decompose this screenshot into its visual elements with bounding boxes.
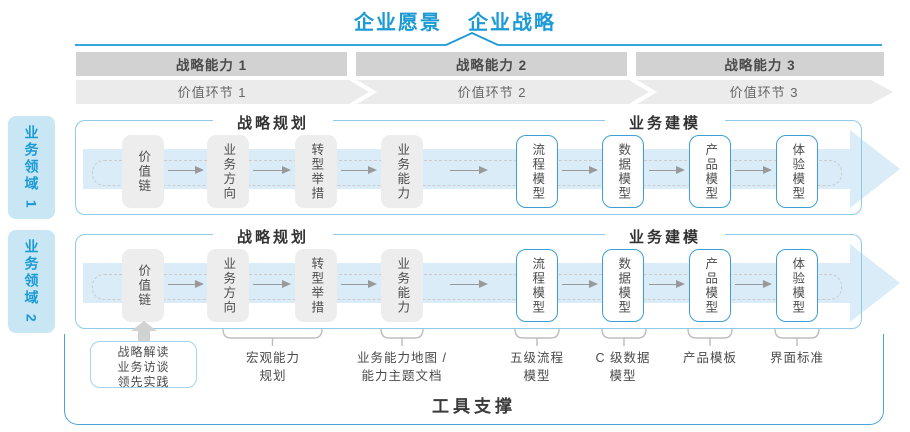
practice-input-box: 战略解读 业务访谈 领先实践 bbox=[90, 341, 197, 389]
annotation-data-model: C 级数据 模型 bbox=[558, 350, 688, 385]
flow-arrow-icon bbox=[168, 166, 204, 174]
value-link-chevrons: 价值环节 1 价值环节 2 价值环节 3 bbox=[76, 80, 893, 104]
capability-bar-3: 战略能力 3 bbox=[636, 52, 884, 76]
data-model-box-2: 数据模型 bbox=[602, 249, 644, 322]
annotation-line: 模型 bbox=[609, 368, 637, 383]
process-model-box-1: 流程模型 bbox=[516, 135, 558, 208]
experience-model-box-1: 体验模型 bbox=[776, 135, 818, 208]
practice-line-2: 业务访谈 bbox=[117, 360, 170, 374]
experience-model-box-2: 体验模型 bbox=[776, 249, 818, 322]
value-chain-box-2: 价值链 bbox=[122, 249, 164, 322]
practice-line-1: 战略解读 bbox=[117, 345, 170, 359]
process-model-box-2: 流程模型 bbox=[516, 249, 558, 322]
product-model-box-1: 产品模型 bbox=[689, 135, 731, 208]
annotation-process-model: 五级流程 模型 bbox=[472, 350, 602, 385]
strategy-title: 企业战略 bbox=[468, 12, 556, 34]
business-direction-box-1: 业务方向 bbox=[207, 135, 249, 208]
modeling-title-2: 业务建模 bbox=[605, 226, 725, 247]
flow-arrow-icon bbox=[562, 280, 598, 288]
domain-label-2: 业务领域 2 bbox=[8, 230, 55, 333]
domain-1-container bbox=[75, 120, 862, 215]
pipeline-track-2 bbox=[92, 274, 842, 300]
brace-icon bbox=[774, 328, 820, 346]
annotation-line: 模型 bbox=[523, 368, 551, 383]
brace-icon bbox=[687, 328, 733, 346]
capability-bar-1-label: 战略能力 1 bbox=[175, 58, 248, 73]
value-link-3-label: 价值环节 3 bbox=[730, 85, 799, 100]
modeling-title-1: 业务建模 bbox=[605, 112, 725, 133]
up-block-arrow-icon bbox=[131, 321, 157, 342]
business-capability-box-2: 业务能力 bbox=[381, 249, 423, 322]
flow-arrow-icon bbox=[649, 280, 685, 288]
brace-icon bbox=[222, 328, 323, 346]
annotation-line: 产品模板 bbox=[682, 351, 737, 365]
annotation-line: 规划 bbox=[259, 368, 287, 383]
capability-bar-3-label: 战略能力 3 bbox=[724, 58, 796, 73]
business-direction-box-2: 业务方向 bbox=[207, 249, 249, 322]
annotation-line: 界面标准 bbox=[769, 351, 824, 365]
annotation-line: 五级流程 bbox=[509, 351, 564, 365]
annotation-macro-capability: 宏观能力 规划 bbox=[208, 350, 338, 385]
capability-bar-1: 战略能力 1 bbox=[76, 52, 347, 76]
flow-arrow-icon bbox=[253, 280, 291, 288]
annotation-ui-standard: 界面标准 bbox=[732, 350, 862, 368]
brace-icon bbox=[514, 328, 560, 346]
flow-arrow-icon bbox=[649, 166, 685, 174]
annotation-line: 能力主题文档 bbox=[361, 368, 443, 383]
annotation-capability-map: 业务能力地图 / 能力主题文档 bbox=[337, 350, 467, 385]
product-model-box-2: 产品模型 bbox=[689, 249, 731, 322]
pipeline-track-1 bbox=[92, 160, 842, 186]
data-model-box-1: 数据模型 bbox=[602, 135, 644, 208]
domain-2-container bbox=[75, 234, 862, 329]
brace-icon bbox=[601, 328, 647, 346]
flow-arrow-icon bbox=[562, 166, 598, 174]
flow-arrow-icon bbox=[450, 166, 488, 174]
transformation-box-1: 转型举措 bbox=[295, 135, 337, 208]
practice-line-3: 领先实践 bbox=[117, 375, 170, 389]
flow-arrow-icon bbox=[450, 280, 488, 288]
header: 企业愿景 企业战略 bbox=[0, 6, 910, 35]
annotation-product-template: 产品模板 bbox=[645, 350, 775, 368]
annotation-line: C 级数据 bbox=[595, 351, 651, 365]
brace-icon bbox=[380, 328, 424, 346]
vision-title: 企业愿景 bbox=[354, 12, 442, 34]
annotation-line: 业务能力地图 / bbox=[357, 351, 447, 365]
flow-arrow-icon bbox=[168, 280, 204, 288]
capability-bar-2-label: 战略能力 2 bbox=[455, 58, 528, 73]
annotation-line: 宏观能力 bbox=[245, 351, 300, 365]
planning-title-1: 战略规划 bbox=[213, 112, 333, 133]
flow-arrow-icon bbox=[253, 166, 291, 174]
planning-title-2: 战略规划 bbox=[213, 226, 333, 247]
domain-1-text: 业务领域 1 bbox=[23, 124, 40, 211]
value-chain-box-1: 价值链 bbox=[122, 135, 164, 208]
header-divider-line bbox=[75, 32, 882, 46]
domain-label-1: 业务领域 1 bbox=[8, 116, 55, 219]
business-capability-box-1: 业务能力 bbox=[381, 135, 423, 208]
flow-arrow-icon bbox=[341, 280, 377, 288]
value-link-2-label: 价值环节 2 bbox=[458, 85, 527, 100]
flow-arrow-icon bbox=[735, 166, 772, 174]
flow-arrow-icon bbox=[735, 280, 772, 288]
domain-2-text: 业务领域 2 bbox=[23, 238, 40, 325]
tool-support-title: 工具支撑 bbox=[432, 397, 516, 416]
flow-arrow-icon bbox=[341, 166, 377, 174]
tool-support-container: 工具支撑 bbox=[64, 334, 884, 425]
capability-bar-2: 战略能力 2 bbox=[356, 52, 627, 76]
value-link-1-label: 价值环节 1 bbox=[178, 85, 247, 100]
transformation-box-2: 转型举措 bbox=[295, 249, 337, 322]
